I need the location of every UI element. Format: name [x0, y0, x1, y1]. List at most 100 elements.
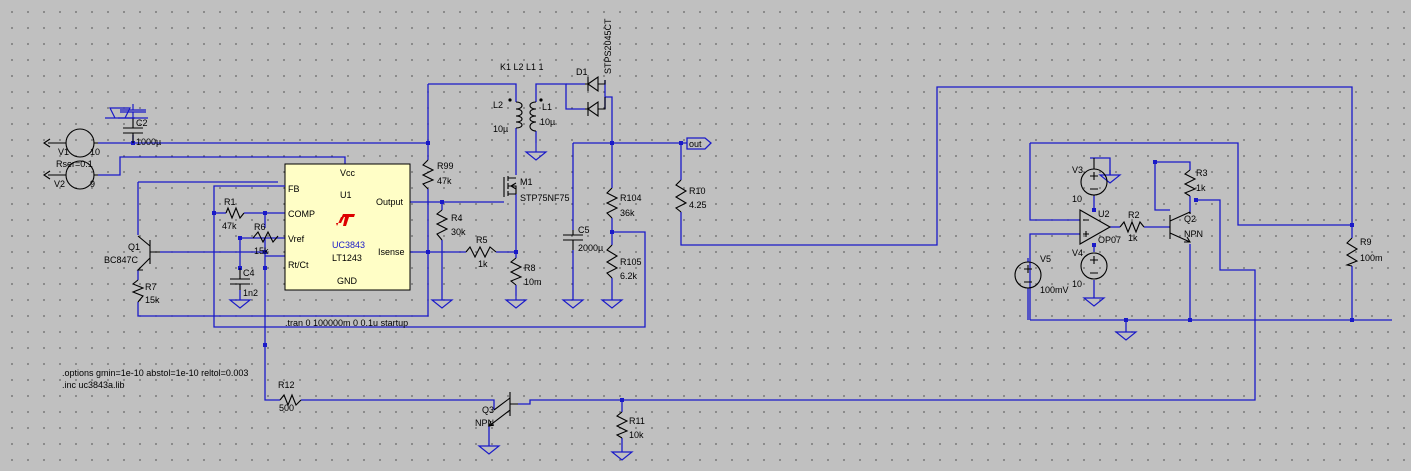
r7-resistor[interactable]: R7 15k [131, 279, 160, 305]
l2-inductor[interactable]: L2 10µ [493, 98, 523, 134]
options-directive[interactable]: .options gmin=1e-10 abstol=1e-10 reltol=… [62, 368, 248, 378]
v5-name: V5 [1040, 254, 1051, 264]
r4-value: 30k [451, 227, 466, 237]
r2-resistor[interactable]: R2 1k [1119, 210, 1145, 243]
wires[interactable] [98, 80, 1392, 452]
q2-transistor[interactable]: Q2 NPN [1169, 211, 1203, 243]
d1-name: D1 [576, 67, 588, 77]
include-directive[interactable]: .inc uc3843a.lib [62, 380, 125, 390]
l1-inductor[interactable]: L1 10µ [529, 98, 555, 132]
v3-name: V3 [1072, 165, 1083, 175]
u1-ic[interactable]: Vcc FB COMP Vref Rt/Ct Output Isense GND… [284, 163, 411, 291]
v3-source[interactable]: V3 10 [1072, 158, 1108, 204]
r5-name: R5 [476, 235, 488, 245]
r1-value: 47k [222, 221, 237, 231]
l1-name: L1 [542, 102, 552, 112]
c2-capacitor[interactable]: C2 1000µ [118, 111, 161, 147]
r9-name: R9 [1360, 237, 1372, 247]
l2-name: L2 [493, 100, 503, 110]
r7-value: 15k [145, 295, 160, 305]
v2-value: 9 [90, 179, 95, 189]
r3-value: 1k [1196, 183, 1206, 193]
v1-name: V1 [58, 147, 69, 157]
q3-name: Q3 [482, 405, 494, 415]
c5-name: C5 [578, 225, 590, 235]
r2-name: R2 [1128, 210, 1140, 220]
v4-value: 10 [1072, 279, 1082, 289]
r9-resistor[interactable]: R9 100m [1345, 237, 1383, 267]
q3-transistor[interactable]: Q3 NPN [475, 392, 518, 428]
k1-coupling-label[interactable]: K1 L2 L1 1 [500, 62, 544, 72]
r5-resistor[interactable]: R5 1k [465, 235, 497, 269]
r4-name: R4 [451, 213, 463, 223]
r8-resistor[interactable]: R8 10m [509, 257, 542, 287]
u1-pin-vcc: Vcc [340, 168, 356, 178]
v1-param: Rser=0.1 [56, 159, 93, 169]
q1-value: BC847C [104, 255, 139, 265]
tran-directive[interactable]: .tran 0 100000m 0 0.1u startup [285, 318, 408, 328]
d1-value: STPS2045CT [603, 18, 613, 74]
q1-transistor[interactable]: Q1 BC847C [104, 235, 160, 271]
r9-value: 100m [1360, 253, 1383, 263]
v5-source[interactable]: V5 100mV [1014, 254, 1069, 295]
r7-name: R7 [145, 282, 157, 292]
r3-name: R3 [1196, 168, 1208, 178]
r99-resistor[interactable]: R99 47k [421, 159, 454, 190]
r104-resistor[interactable]: R104 36k [605, 187, 642, 219]
u1-pin-fb: FB [288, 184, 300, 194]
r12-name: R12 [278, 380, 295, 390]
out-net-label[interactable]: out [686, 137, 712, 150]
r2-value: 1k [1128, 233, 1138, 243]
u2-value: OP07 [1098, 235, 1121, 245]
r12-value: 500 [279, 403, 294, 413]
ground-symbols [105, 104, 1138, 461]
m1-mosfet[interactable]: M1 STP75NF75 [503, 176, 570, 203]
m1-name: M1 [520, 177, 533, 187]
d1-diode[interactable]: D1 STPS2045CT [576, 18, 613, 118]
v2-name: V2 [54, 179, 65, 189]
v5-value: 100mV [1040, 285, 1069, 295]
r10-resistor[interactable]: R10 4.25 [674, 179, 707, 213]
u2-name: U2 [1098, 209, 1110, 219]
v1-value: 10 [90, 147, 100, 157]
u1-pin-isense: Isense [378, 247, 405, 257]
u2-opamp[interactable]: U2 OP07 [1079, 209, 1121, 245]
r8-name: R8 [524, 263, 536, 273]
r99-name: R99 [437, 161, 454, 171]
v1-source[interactable]: V1 10 Rser=0.1 [43, 128, 100, 169]
c5-value: 2000µ [578, 243, 603, 253]
q3-value: NPN [475, 418, 494, 428]
u1-name: U1 [340, 190, 352, 200]
c2-name: C2 [136, 118, 148, 128]
u1-pin-rtct: Rt/Ct [288, 260, 309, 270]
r105-value: 6.2k [620, 271, 638, 281]
v2-source[interactable]: V2 9 [43, 160, 98, 190]
r6-resistor[interactable]: R6 15k [252, 222, 279, 256]
r6-value: 15k [254, 246, 269, 256]
m1-value: STP75NF75 [520, 193, 570, 203]
c4-capacitor[interactable]: C4 1n2 [230, 268, 258, 298]
r1-resistor[interactable]: R1 47k [222, 197, 245, 231]
r105-resistor[interactable]: R105 6.2k [605, 244, 642, 281]
r3-resistor[interactable]: R3 1k [1183, 168, 1208, 197]
l1-value: 10µ [540, 117, 555, 127]
r11-value: 10k [629, 430, 644, 440]
u1-pin-gnd: GND [337, 276, 358, 286]
r1-name: R1 [224, 197, 236, 207]
out-label-text: out [689, 139, 702, 149]
u1-pin-output: Output [376, 197, 404, 207]
v4-source[interactable]: V4 10 [1072, 248, 1108, 289]
c5-capacitor[interactable]: C5 2000µ [563, 225, 603, 253]
c2-value: 1000µ [136, 137, 161, 147]
u1-pin-comp: COMP [288, 209, 315, 219]
q2-value: NPN [1184, 229, 1203, 239]
r11-resistor[interactable]: R11 10k [615, 411, 645, 440]
r12-resistor[interactable]: R12 500 [278, 380, 302, 413]
r5-value: 1k [478, 259, 488, 269]
c4-name: C4 [243, 268, 255, 278]
r4-resistor[interactable]: R4 30k [435, 209, 466, 241]
r6-name: R6 [254, 222, 266, 232]
l2-value: 10µ [493, 124, 508, 134]
r99-value: 47k [437, 176, 452, 186]
